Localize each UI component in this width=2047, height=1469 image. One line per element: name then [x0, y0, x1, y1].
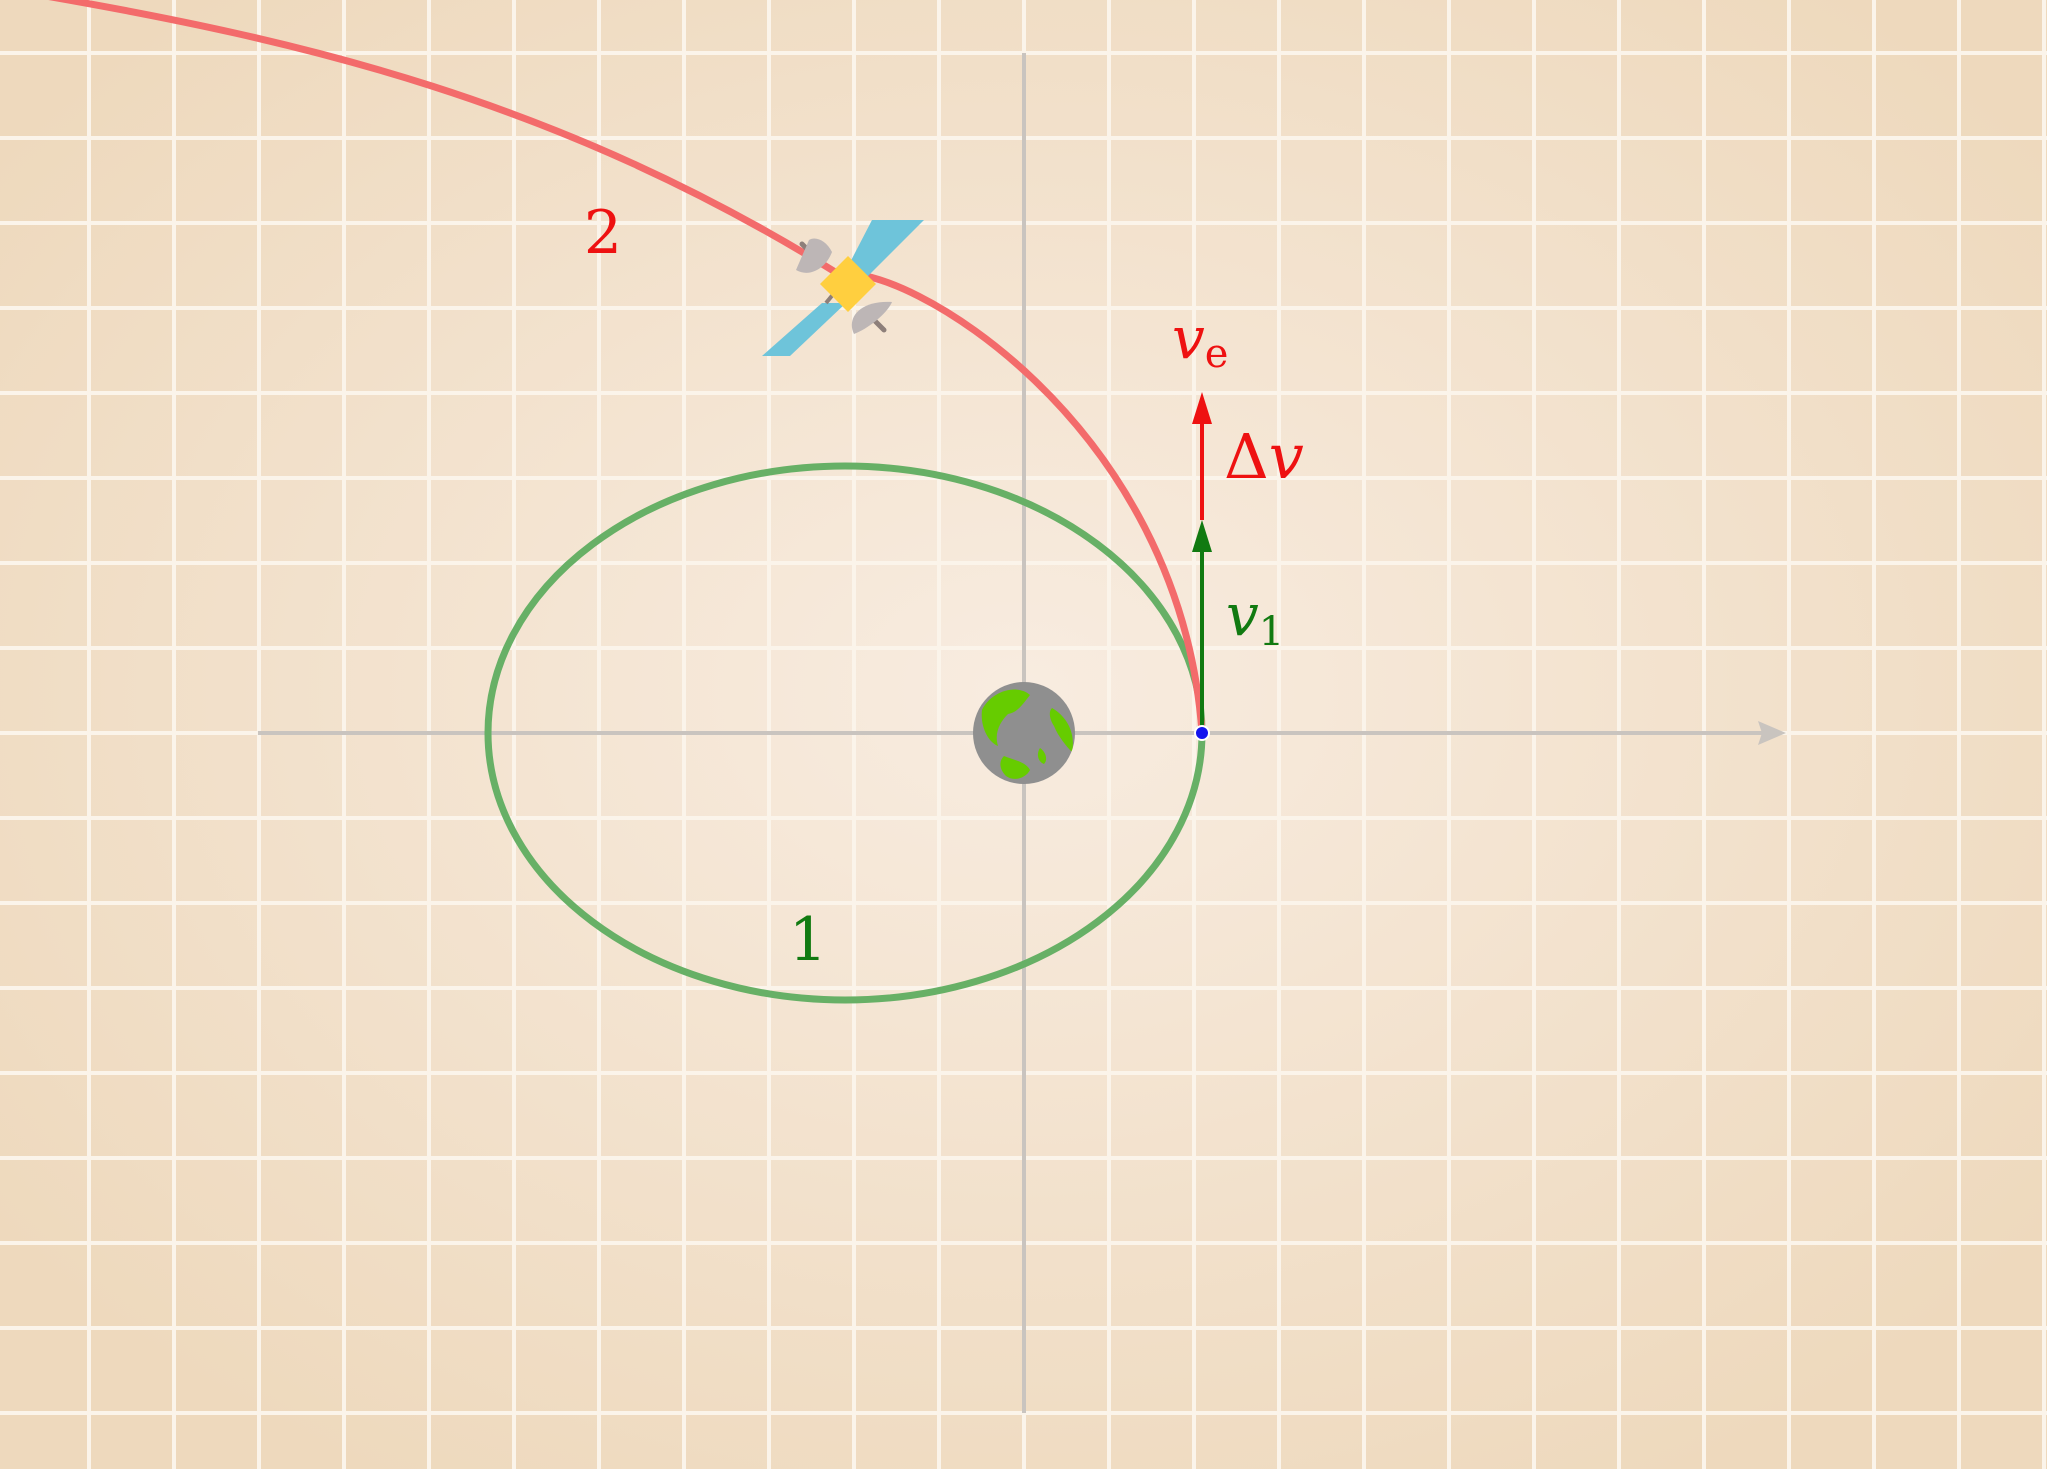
- v1-label: v1: [1226, 581, 1284, 655]
- orbit-2-label: 2: [584, 198, 622, 268]
- burn-point: [1194, 725, 1210, 741]
- delta-v-label: Δv: [1224, 420, 1304, 493]
- delta-v-arrow: [1192, 392, 1212, 520]
- ve-label: ve: [1172, 304, 1228, 377]
- satellite-dish-upper: [796, 238, 832, 273]
- solar-panel-upper: [843, 220, 924, 276]
- velocity-v1-arrow: [1192, 520, 1212, 733]
- satellite-dish-lower: [851, 301, 892, 334]
- earth-icon: [973, 682, 1075, 784]
- x-axis-arrowhead: [1758, 721, 1786, 745]
- orbit-1-label: 1: [789, 905, 827, 975]
- orbit-2: [48, 0, 1206, 734]
- satellite-icon: [762, 220, 924, 356]
- solar-panel-lower: [762, 303, 846, 356]
- satellite-body: [820, 256, 876, 312]
